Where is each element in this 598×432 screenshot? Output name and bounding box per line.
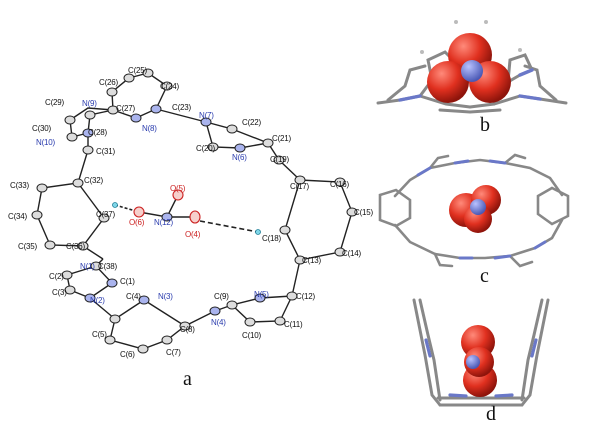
atom-label: N(2): [90, 296, 105, 305]
ortep-structure-panel: [31, 68, 358, 354]
atom-label: N(7): [199, 111, 214, 120]
atom-label: C(9): [214, 292, 229, 301]
panel-label-a: a: [183, 368, 192, 390]
atom-label: N(8): [142, 124, 157, 133]
atom-label: C(31): [96, 147, 116, 156]
atom-label: C(6): [120, 350, 135, 359]
atom-label: N(5): [254, 290, 269, 299]
atom-label: C(22): [242, 118, 262, 127]
atom-label: C(4): [126, 292, 141, 301]
atom-label: C(17): [290, 182, 310, 191]
panel-label-b: b: [480, 114, 490, 136]
atom-label: C(24): [160, 82, 180, 91]
atom-label: C(15): [354, 208, 374, 217]
space-filling-side-view: [412, 298, 550, 407]
space-filling-front-view: [378, 153, 570, 268]
atom-label: C(26): [99, 78, 119, 87]
atom-label: C(37): [96, 210, 116, 219]
atom-label: C(19): [270, 155, 290, 164]
atom-label: O(4): [185, 230, 201, 239]
atom-label: C(1): [120, 277, 135, 286]
atom-label: C(21): [272, 134, 292, 143]
atom-label: C(32): [84, 176, 104, 185]
atom-label: C(18): [262, 234, 282, 243]
atom-label: C(33): [10, 181, 30, 190]
atom-label: C(14): [342, 249, 362, 258]
atom-label: C(23): [172, 103, 192, 112]
atom-label: C(5): [92, 330, 107, 339]
atom-label: C(16): [330, 180, 350, 189]
atom-label: O(6): [129, 218, 145, 227]
atom-label: C(29): [45, 98, 65, 107]
atom-label: C(20): [196, 144, 216, 153]
atom-label: C(10): [242, 331, 262, 340]
atom-label: N(3): [158, 292, 173, 301]
atom-label: C(8): [180, 325, 195, 334]
atom-label: C(2): [49, 272, 64, 281]
atom-label: N(12): [154, 218, 174, 227]
atom-label: C(13): [302, 256, 322, 265]
atom-label: C(11): [284, 320, 303, 329]
atom-label: C(28): [88, 128, 108, 137]
atom-label: C(12): [296, 292, 316, 301]
atom-label: O(5): [170, 184, 186, 193]
atom-label: N(9): [82, 99, 97, 108]
atom-label: C(27): [116, 104, 136, 113]
atom-label: C(34): [8, 212, 28, 221]
atom-label: C(35): [18, 242, 38, 251]
atom-label: C(36): [66, 242, 86, 251]
atom-label: C(7): [166, 348, 181, 357]
atom-label: C(38): [98, 262, 118, 271]
atom-label: C(30): [32, 124, 52, 133]
atom-label: N(4): [211, 318, 226, 327]
atom-label: N(10): [36, 138, 56, 147]
panel-label-d: d: [486, 403, 496, 425]
atom-label: C(3): [52, 288, 67, 297]
space-filling-top-view: [376, 20, 568, 114]
atom-label: N(1): [80, 262, 95, 271]
atom-label: N(6): [232, 153, 247, 162]
panel-label-c: c: [480, 265, 489, 287]
atom-label: C(25): [128, 66, 148, 75]
